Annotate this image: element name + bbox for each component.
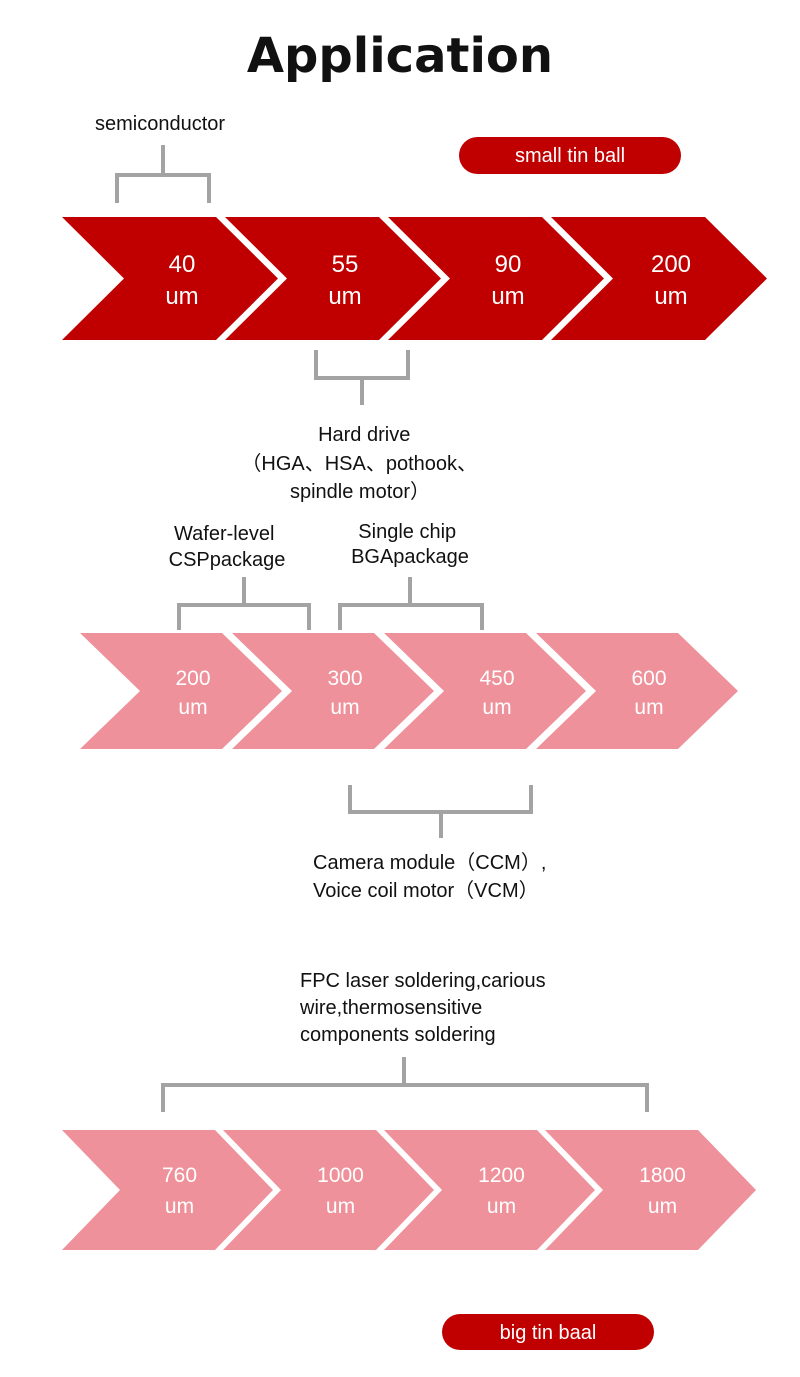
hard-drive-bracket [314, 350, 410, 405]
size-unit: um [491, 283, 524, 310]
size-value: 90 [495, 251, 522, 278]
camera-bracket [348, 785, 533, 838]
single-chip-label: Single chip BGApackage [351, 521, 469, 568]
size-unit: um [648, 1195, 677, 1218]
size-value: 1200 [478, 1164, 525, 1187]
size-value: 1000 [317, 1164, 364, 1187]
chevron-step [536, 633, 738, 749]
chevron-step [80, 633, 282, 749]
size-value: 200 [651, 251, 691, 278]
chevron-row-medium: 200 um 300 um 450 um 600 um [80, 633, 738, 749]
single-chip-bracket [338, 577, 484, 630]
size-value: 200 [175, 667, 210, 690]
size-value: 55 [332, 251, 359, 278]
size-value: 760 [162, 1164, 197, 1187]
chevron-step [384, 633, 586, 749]
size-unit: um [328, 283, 361, 310]
fpc-line: components soldering [300, 1024, 496, 1046]
wafer-line: Wafer-level [174, 523, 274, 545]
size-value: 450 [479, 667, 514, 690]
size-unit: um [487, 1195, 516, 1218]
semiconductor-bracket [115, 145, 211, 203]
single-chip-line: BGApackage [351, 546, 469, 568]
wafer-line: CSPpackage [169, 549, 286, 571]
size-unit: um [178, 696, 207, 719]
camera-label: Camera module（CCM）, Voice coil motor（VCM… [313, 851, 552, 902]
fpc-line: wire,thermosensitive [299, 997, 482, 1019]
small-tin-ball-badge: small tin ball [459, 137, 681, 174]
chevron-step [62, 1130, 273, 1250]
fpc-line: FPC laser soldering,carious [300, 970, 546, 992]
size-value: 40 [169, 251, 196, 278]
hard-drive-line: spindle motor） [290, 480, 430, 503]
size-unit: um [165, 283, 198, 310]
chevron-row-large: 760 um 1000 um 1200 um 1800 um [62, 1130, 756, 1250]
hard-drive-line: （HGA、HSA、pothook、 [241, 452, 477, 475]
chevron-step [545, 1130, 756, 1250]
semiconductor-label: semiconductor [95, 113, 225, 135]
chevron-step [62, 217, 278, 340]
chevron-step [225, 217, 441, 340]
camera-line: Camera module（CCM）, [313, 851, 546, 874]
chevron-step [232, 633, 434, 749]
hard-drive-label: Hard drive （HGA、HSA、pothook、 spindle mot… [241, 424, 482, 503]
page-title: Application [247, 28, 553, 84]
camera-line: Voice coil motor（VCM） [313, 879, 539, 902]
size-value: 300 [327, 667, 362, 690]
fpc-bracket [161, 1057, 649, 1112]
chevron-step [384, 1130, 595, 1250]
chevron-row-small: 40 um 55 um 90 um 200 um [62, 217, 767, 340]
small-tin-ball-label: small tin ball [515, 145, 625, 167]
single-chip-line: Single chip [358, 521, 456, 543]
hard-drive-line: Hard drive [318, 424, 410, 446]
big-tin-ball-badge: big tin baal [442, 1314, 654, 1350]
wafer-level-label: Wafer-level CSPpackage [169, 523, 286, 571]
wafer-bracket [177, 577, 311, 630]
chevron-step [388, 217, 604, 340]
size-value: 1800 [639, 1164, 686, 1187]
fpc-label: FPC laser soldering,carious wire,thermos… [299, 970, 551, 1046]
size-unit: um [326, 1195, 355, 1218]
chevron-step [551, 217, 767, 340]
size-unit: um [634, 696, 663, 719]
big-tin-ball-label: big tin baal [500, 1322, 597, 1344]
size-value: 600 [631, 667, 666, 690]
chevron-step [223, 1130, 434, 1250]
size-unit: um [654, 283, 687, 310]
size-unit: um [165, 1195, 194, 1218]
size-unit: um [330, 696, 359, 719]
size-unit: um [482, 696, 511, 719]
